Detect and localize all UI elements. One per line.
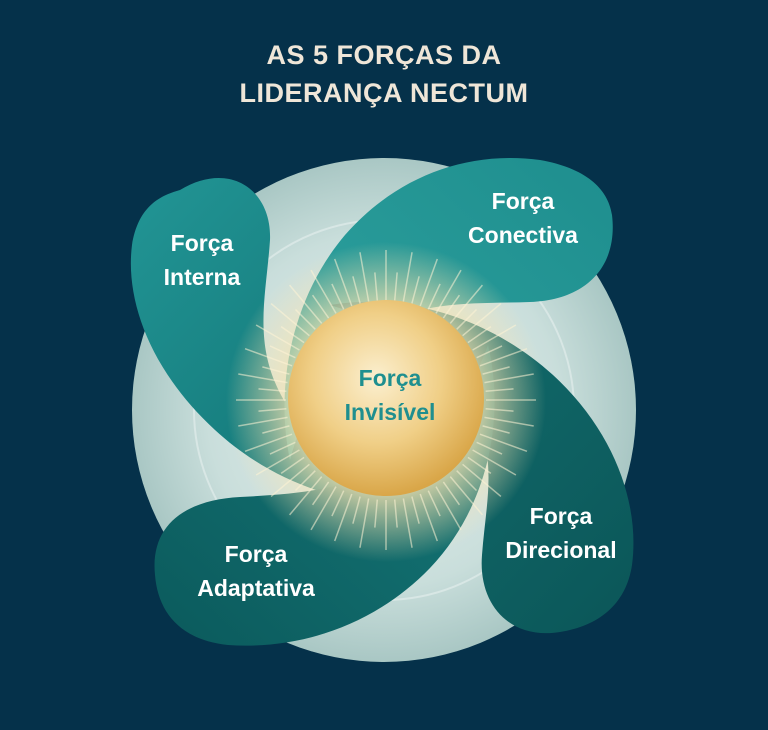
label-direcional-line2: Direcional	[505, 537, 617, 563]
label-forca-interna: Força Interna	[150, 226, 254, 294]
sunburst-ray	[289, 284, 323, 324]
sunburst-ray	[393, 499, 398, 528]
sunburst-ray	[294, 470, 316, 492]
sunburst-ray	[435, 486, 462, 531]
label-forca-conectiva: Força Conectiva	[448, 184, 598, 252]
diagram-title-line2: LIDERANÇA NECTUM	[239, 78, 529, 108]
sunburst-ray	[270, 303, 310, 337]
sunburst-ray	[262, 425, 290, 434]
sunburst-ray	[472, 449, 517, 476]
petal-conectiva	[284, 158, 613, 460]
sunburst-ray	[442, 294, 461, 319]
label-forca-invisivel: Força Invisível	[320, 361, 460, 429]
sunburst-ray	[244, 433, 293, 453]
label-forca-adaptativa: Força Adaptativa	[178, 537, 334, 605]
sunburst-ray	[352, 276, 361, 304]
sunburst-ray	[294, 308, 316, 330]
sunburst-ray	[442, 481, 461, 506]
sunburst-ray	[244, 347, 293, 367]
sunburst-ray	[258, 407, 287, 412]
sunburst-ray	[310, 486, 337, 531]
label-adaptativa-line2: Adaptativa	[197, 575, 315, 601]
sunburst-ray	[310, 269, 337, 314]
sunburst-ray	[485, 388, 514, 393]
sunburst-ray	[374, 272, 379, 301]
sunburst-ray	[255, 324, 300, 351]
sunburst-ray	[289, 476, 323, 516]
petal-direcional	[330, 301, 634, 634]
sunburst-ray	[359, 252, 370, 302]
sunburst-rays	[236, 250, 536, 550]
sunburst-ray	[238, 373, 288, 384]
sunburst-ray	[467, 325, 492, 344]
sunburst-ray	[449, 476, 483, 516]
sunburst-ray	[449, 284, 483, 324]
sunburst-ray	[262, 366, 290, 375]
sunburst-ray	[269, 441, 296, 455]
label-forca-direcional: Força Direcional	[490, 499, 632, 567]
sunburst-ray	[419, 258, 439, 307]
petal-interna	[130, 178, 440, 505]
sunburst-ray	[270, 463, 310, 497]
sunburst-ray	[484, 373, 534, 384]
label-conectiva-line2: Conectiva	[468, 222, 578, 248]
sunburst-ray	[476, 345, 503, 359]
sunburst-ray	[258, 388, 287, 393]
sunburst-ray	[393, 272, 398, 301]
sunburst-ray	[311, 481, 330, 506]
sunburst-ray	[427, 283, 441, 310]
label-interna-line1: Força	[170, 230, 234, 256]
label-adaptativa-line1: Força	[224, 541, 288, 567]
sunburst-ray	[456, 470, 478, 492]
label-conectiva-line1: Força	[491, 188, 555, 214]
sunburst-ray	[462, 303, 502, 337]
sunburst-ray	[467, 456, 492, 475]
sunburst-ray	[411, 496, 420, 524]
sunburst-ray	[374, 499, 379, 528]
sunburst-ray	[333, 493, 353, 542]
sunburst-ray	[280, 456, 305, 475]
sunburst-ray	[280, 325, 305, 344]
sunburst-ray	[476, 441, 503, 455]
sunburst-ray	[352, 496, 361, 524]
sunburst-ray	[472, 324, 517, 351]
sunburst-ray	[333, 258, 353, 307]
sunburst-ray	[402, 252, 413, 302]
label-invisivel-line2: Invisível	[344, 399, 436, 425]
sunburst-ray	[462, 463, 502, 497]
label-direcional-line1: Força	[529, 503, 593, 529]
sunburst-ray	[435, 269, 462, 314]
sunburst-ray	[238, 416, 288, 427]
center-core	[288, 300, 484, 496]
sunburst-ray	[427, 490, 441, 517]
sunburst-ray	[419, 493, 439, 542]
sunburst-ray	[359, 498, 370, 548]
sunburst-ray	[479, 347, 528, 367]
sunburst-ray	[255, 449, 300, 476]
sunburst-ray	[482, 425, 510, 434]
sunburst-ray	[411, 276, 420, 304]
sunburst-ray	[482, 366, 510, 375]
sunburst-ray	[402, 498, 413, 548]
sunburst-ray	[484, 416, 534, 427]
sunburst-ray	[485, 407, 514, 412]
sunburst-ray	[456, 308, 478, 330]
label-interna-line2: Interna	[163, 264, 241, 290]
diagram-title-line1: AS 5 FORÇAS DA	[266, 40, 502, 70]
label-invisivel-line1: Força	[358, 365, 422, 391]
sunburst-ray	[269, 345, 296, 359]
sunburst-ray	[331, 283, 345, 310]
sunburst-ray	[331, 490, 345, 517]
sunburst-ray	[311, 294, 330, 319]
sunburst-ray	[479, 433, 528, 453]
